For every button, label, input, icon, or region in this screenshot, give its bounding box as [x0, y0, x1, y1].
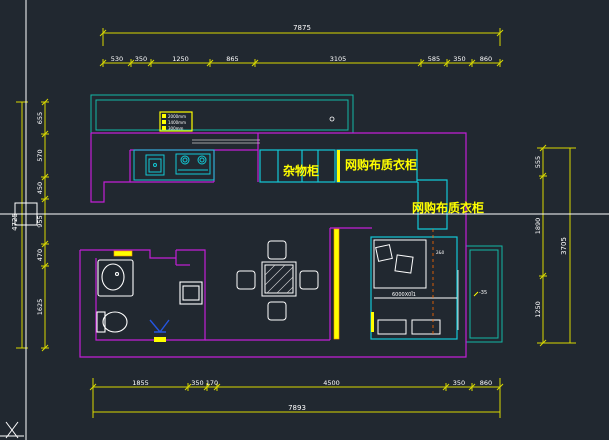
dimension-legend: 2000mm 1400mm 300mm: [159, 111, 193, 132]
storage-cabinet: [259, 149, 336, 183]
bottom-segment-label-3: 4500: [323, 379, 340, 387]
right-segment-label-2: 1250: [534, 301, 542, 318]
balcony-marker: [473, 291, 479, 297]
bottom-total-dimension: 7893: [288, 404, 306, 412]
top-segment-label-7: 860: [480, 55, 492, 63]
storage-cabinet-label: 杂物柜: [283, 163, 319, 178]
top-total-dimension: 7875: [293, 24, 311, 32]
fixture-point: [329, 116, 335, 122]
wardrobe-label-lower: 网购布质衣柜: [412, 200, 484, 215]
exterior-outline: [90, 94, 503, 343]
balcony-note: -35: [479, 290, 487, 296]
bathroom-fixtures: [96, 259, 203, 333]
chair-right: [299, 270, 319, 290]
washing-machine: [179, 281, 203, 305]
bed-note: 2&0: [436, 250, 445, 255]
left-segment-label-3: 955: [36, 215, 44, 227]
toilet: [96, 311, 128, 333]
sink: [145, 154, 165, 176]
floor-drain: [154, 337, 166, 342]
wall-shelf-lines: [192, 139, 260, 144]
top-segment-label-1: 350: [135, 55, 147, 63]
left-segment-label-5: 1625: [36, 299, 44, 316]
bed-lower-panel-2: [411, 319, 441, 335]
top-segment-label-3: 865: [226, 55, 238, 63]
left-segment-label-2: 450: [36, 182, 44, 194]
shower-drain: [113, 250, 133, 257]
legend-line-1: 2000mm: [168, 114, 186, 119]
right-segment-label-0: 555: [534, 156, 542, 168]
bedroom-bed: [370, 236, 458, 340]
bottom-segment-label-1: 350: [191, 379, 203, 387]
bottom-dimension-chain: [89, 378, 504, 418]
right-segment-labels: 555 1890 1250: [534, 156, 542, 318]
bottom-segment-label-4: 350: [453, 379, 465, 387]
chair-bottom: [267, 301, 287, 321]
legend-line-3: 300mm: [168, 126, 184, 131]
top-segment-label-2: 1250: [172, 55, 189, 63]
left-segment-label-4: 470: [36, 249, 44, 261]
left-segment-labels: 655 570 450 955 470 1625: [36, 112, 44, 315]
wardrobe-upper-edge: [337, 150, 340, 182]
top-segment-label-5: 585: [428, 55, 440, 63]
bed-side-panel: [371, 312, 374, 332]
top-segment-label-6: 350: [453, 55, 465, 63]
pillow-1: [375, 244, 393, 262]
right-segment-label-1: 1890: [534, 218, 542, 235]
left-segment-label-0: 655: [36, 112, 44, 124]
top-segment-labels: 530 350 1250 865 3105 585 350 860: [111, 55, 492, 63]
dining-table: [236, 240, 319, 321]
chair-left: [236, 270, 256, 290]
chair-top: [267, 240, 287, 260]
ucs-icon: [0, 421, 24, 439]
bed-lower-panel-1: [377, 319, 407, 335]
bottom-segment-label-2: 170: [206, 379, 218, 387]
right-total-dimension: 3705: [560, 237, 568, 255]
stove: [175, 153, 211, 175]
wardrobe-label-upper: 网购布质衣柜: [345, 157, 417, 172]
top-segment-label-0: 530: [111, 55, 123, 63]
partition-panel: [333, 228, 340, 340]
walls: [79, 132, 467, 358]
legend-line-2: 1400mm: [168, 120, 186, 125]
top-dimension-chain: [99, 28, 504, 67]
top-segment-label-4: 3105: [330, 55, 347, 63]
bottom-segment-label-5: 860: [480, 379, 492, 387]
bed-label: 6000X0Ï1: [392, 291, 416, 298]
left-segment-label-1: 570: [36, 149, 44, 161]
bottom-segment-label-0: 1855: [132, 379, 149, 387]
right-dimension-chain: [537, 144, 576, 347]
washbasin: [97, 259, 134, 297]
pillow-2: [394, 254, 414, 274]
tap-mark: [149, 319, 170, 334]
kitchen-counter: [133, 149, 215, 181]
